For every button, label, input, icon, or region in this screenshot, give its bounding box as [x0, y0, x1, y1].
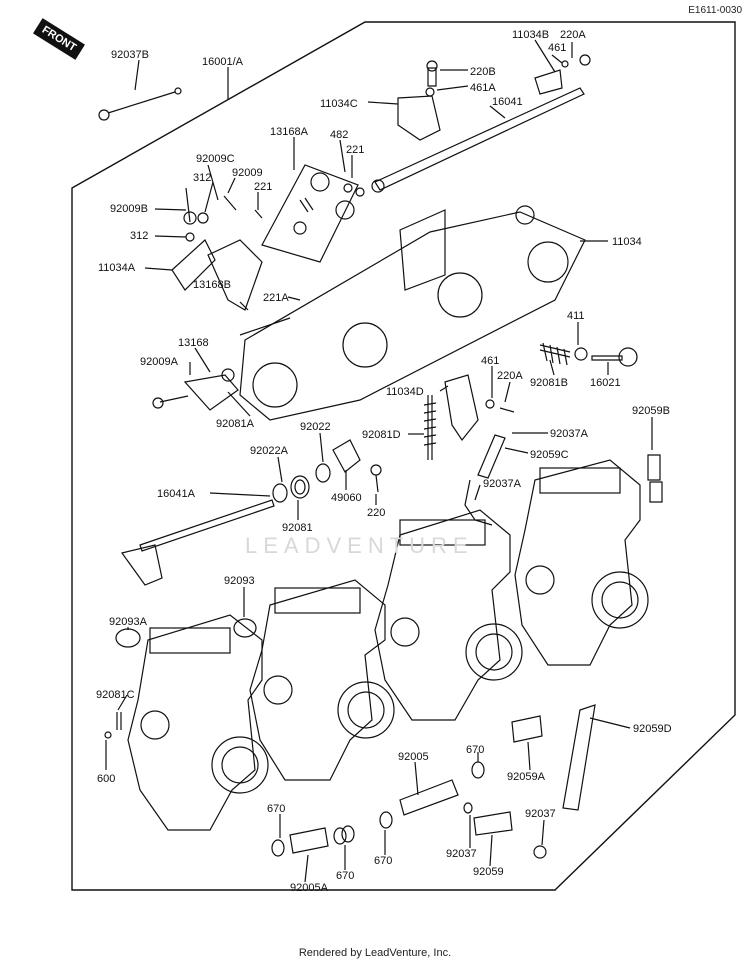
part-label[interactable]: 461A	[470, 82, 496, 94]
part-label[interactable]: 92037A	[483, 478, 521, 490]
part-label[interactable]: 461	[481, 355, 500, 367]
part-label[interactable]: 461	[548, 42, 567, 54]
part-label[interactable]: 220A	[497, 370, 523, 382]
part-label[interactable]: 482	[330, 129, 349, 141]
part-label[interactable]: 221A	[263, 292, 289, 304]
part-label[interactable]: 11034	[612, 236, 642, 248]
part-label[interactable]: 13168B	[193, 279, 231, 291]
part-label[interactable]: 16021	[590, 377, 621, 389]
part-label[interactable]: 92059C	[530, 449, 569, 461]
part-label[interactable]: 312	[193, 172, 212, 184]
part-label[interactable]: 92081D	[362, 429, 401, 441]
part-label[interactable]: 92093A	[109, 616, 147, 628]
diagram-code: E1611-0030	[688, 5, 742, 16]
part-label[interactable]: 92059B	[632, 405, 670, 417]
part-label[interactable]: 92037B	[111, 49, 149, 61]
part-label[interactable]: 670	[336, 870, 355, 882]
part-label[interactable]: 92005	[398, 751, 429, 763]
part-label[interactable]: 221	[254, 181, 273, 193]
part-label[interactable]: 92022A	[250, 445, 288, 457]
part-label[interactable]: 600	[97, 773, 116, 785]
part-label[interactable]: 49060	[331, 492, 362, 504]
part-label[interactable]: 92059	[473, 866, 504, 878]
render-credit: Rendered by LeadVenture, Inc.	[298, 947, 452, 959]
part-label[interactable]: 92081	[282, 522, 313, 534]
watermark: LEADVENTURE	[245, 533, 474, 558]
part-label[interactable]: 92081B	[530, 377, 568, 389]
part-label[interactable]: 11034A	[98, 262, 136, 274]
part-label[interactable]: 220	[367, 507, 386, 519]
part-label[interactable]: 92009B	[110, 203, 148, 215]
part-label[interactable]: 13168	[178, 337, 209, 349]
part-label[interactable]: 92037A	[550, 428, 588, 440]
part-label[interactable]: 16001/A	[202, 56, 243, 68]
part-label[interactable]: 11034D	[386, 386, 424, 398]
part-label[interactable]: 16041A	[157, 488, 195, 500]
part-label[interactable]: 11034C	[320, 98, 358, 110]
part-label[interactable]: 670	[374, 855, 393, 867]
part-label[interactable]: 221	[346, 144, 365, 156]
part-label[interactable]: 92081A	[216, 418, 254, 430]
part-label[interactable]: 11034B	[512, 29, 550, 41]
part-label[interactable]: 92009A	[140, 356, 178, 368]
part-label[interactable]: 13168A	[270, 126, 308, 138]
part-label[interactable]: 92037	[525, 808, 556, 820]
part-label[interactable]: 411	[567, 310, 585, 322]
part-label[interactable]: 220A	[560, 29, 586, 41]
part-label[interactable]: 92059D	[633, 723, 672, 735]
part-label[interactable]: 92022	[300, 421, 331, 433]
part-label[interactable]: 670	[466, 744, 485, 756]
part-label[interactable]: 220B	[470, 66, 496, 78]
part-label[interactable]: 92059A	[507, 771, 545, 783]
part-label[interactable]: 16041	[492, 96, 523, 108]
part-label[interactable]: 312	[130, 230, 149, 242]
part-label[interactable]: 670	[267, 803, 286, 815]
part-label[interactable]: 92093	[224, 575, 255, 587]
part-label[interactable]: 92037	[446, 848, 477, 860]
part-label[interactable]: 92005A	[290, 882, 328, 894]
part-label[interactable]: 92009C	[196, 153, 235, 165]
part-label[interactable]: 92081C	[96, 689, 135, 701]
part-label[interactable]: 92009	[232, 167, 263, 179]
